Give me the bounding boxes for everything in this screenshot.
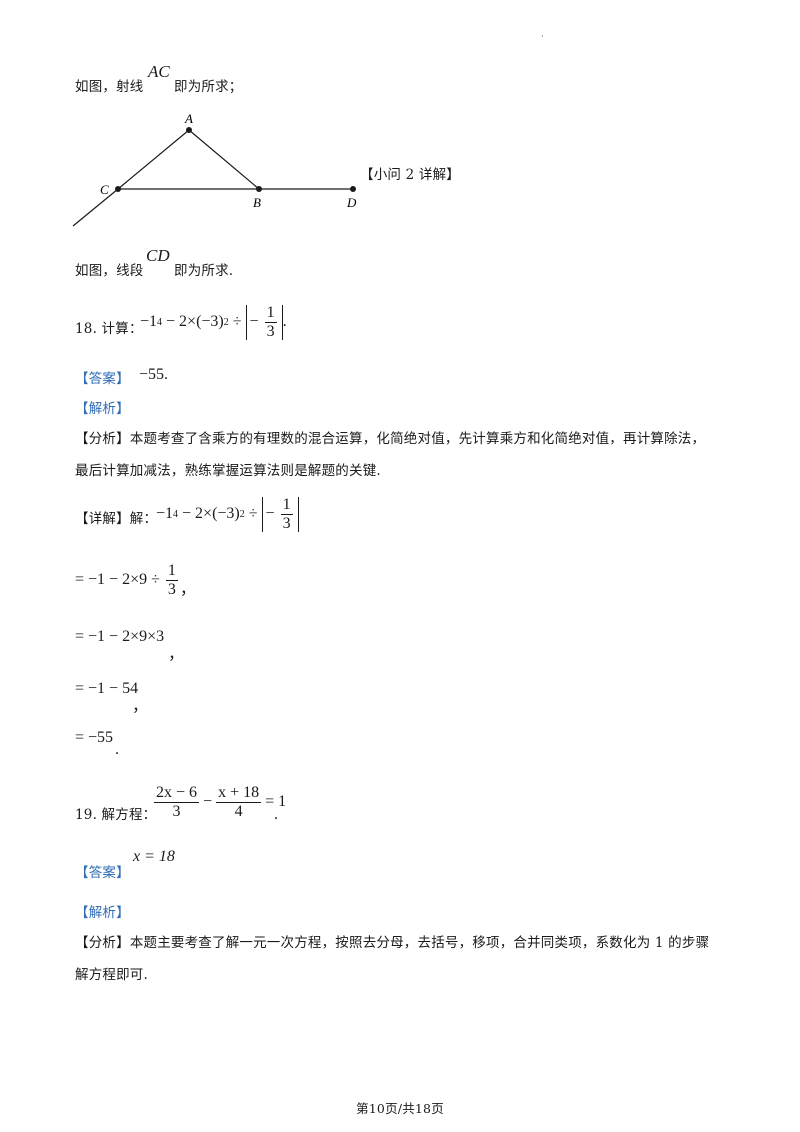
q18-absolute-value: − 1 3 bbox=[245, 303, 283, 340]
q17-line1-var: AC bbox=[148, 62, 170, 81]
q18-step2-punct: ， bbox=[168, 646, 185, 663]
q19-analysis-label: 【分析】 bbox=[75, 935, 130, 951]
q18-step1: = −1 − 2×9 ÷ 1 3 ， bbox=[75, 560, 196, 600]
q18-detail-term-c: (−3) bbox=[212, 505, 240, 522]
q18-answer-number: −55 bbox=[139, 366, 165, 383]
q19-fraction-2: x + 18 4 bbox=[216, 783, 262, 820]
point-d bbox=[350, 186, 356, 192]
q18-detail-label: 【详解】解： bbox=[75, 511, 158, 527]
q18-term-a-exp: 4 bbox=[157, 316, 163, 328]
q19-end-punct: . bbox=[274, 806, 278, 823]
q18-fraction: 1 3 bbox=[264, 303, 277, 340]
q18-detail-term-b: − 2× bbox=[178, 505, 213, 522]
q17-line1-prefix: 如图，射线 bbox=[75, 79, 144, 95]
q18-detail-abs-sign: − bbox=[265, 504, 275, 522]
q18-term-b: − 2× bbox=[162, 313, 197, 330]
q18-step1-fraction: 1 3 bbox=[165, 561, 178, 598]
q18-answer-punct: . bbox=[164, 366, 169, 383]
q19-frac2-den: 4 bbox=[234, 802, 243, 820]
q18-step1-text: = −1 − 2×9 ÷ bbox=[75, 571, 164, 588]
q19-frac1-num-text: 2x − 6 bbox=[156, 783, 198, 801]
q18-detail-frac-num: 1 bbox=[280, 495, 293, 515]
q17-line1: 如图，射线 bbox=[75, 78, 144, 96]
q18-end-punct: . bbox=[282, 313, 287, 330]
q19-analysis-text1: 本题主要考查了解一元一次方程，按照去分母，去括号，移项，合并同类项，系数化为 1… bbox=[129, 935, 710, 951]
q19-analysis-tag: 【解析】 bbox=[75, 905, 130, 921]
label-d: D bbox=[346, 195, 357, 210]
page-footer: 第10页/共18页 bbox=[356, 1101, 444, 1116]
q19-answer-tag: 【答案】 bbox=[75, 865, 130, 881]
q19-equation: 2x − 6 3 − x + 18 4 = 1 bbox=[152, 780, 286, 824]
point-c bbox=[115, 186, 121, 192]
header-dot: · bbox=[541, 32, 545, 42]
q18-step3-punct: ， bbox=[132, 698, 149, 715]
q19-fraction-1: 2x − 6 3 bbox=[154, 783, 200, 820]
q18-analysis-tag: 【解析】 bbox=[75, 401, 130, 417]
q18-step4-punct: . bbox=[115, 741, 119, 758]
point-b bbox=[256, 186, 262, 192]
q18-step2: = −1 − 2×9×3 bbox=[75, 628, 164, 646]
q18-answer-value: −55. bbox=[139, 366, 168, 384]
q18-term-d: ÷ bbox=[228, 313, 246, 330]
segment-ab bbox=[188, 129, 260, 190]
q18-analysis-text1: 本题考查了含乘方的有理数的混合运算，化简绝对值，先计算乘方和化简绝对值，再计算除… bbox=[129, 431, 706, 447]
q19-analysis-line2: 解方程即可. bbox=[75, 967, 148, 983]
q18-frac-num: 1 bbox=[264, 303, 277, 323]
q18-detail-term-a: −1 bbox=[156, 505, 174, 522]
q18-analysis-line2: 最后计算加减法，熟练掌握运算法则是解题的关键. bbox=[75, 463, 381, 479]
q19-number: 19. 解方程： bbox=[75, 807, 157, 823]
label-a: A bbox=[184, 111, 193, 126]
q18-detail-term-a-exp: 4 bbox=[173, 508, 179, 520]
q18-step3: = −1 − 54 bbox=[75, 680, 139, 697]
q17-line2-suffix: 即为所求. bbox=[174, 263, 234, 279]
q18-step4: = −55 bbox=[75, 729, 114, 746]
q19-answer-value: x = 18 bbox=[133, 848, 175, 865]
q19-frac1-num: 2x − 6 bbox=[154, 783, 200, 803]
q18-step1-den: 3 bbox=[167, 580, 176, 598]
label-b: B bbox=[253, 195, 261, 210]
q17-line1-suffix: 即为所求； bbox=[174, 79, 243, 95]
q18-detail-term-d: ÷ bbox=[244, 505, 262, 522]
q17-part2-heading: 【小问 2 详解】 bbox=[360, 167, 460, 183]
q18-analysis-label: 【分析】 bbox=[75, 431, 130, 447]
q18-step1-punct: ， bbox=[179, 581, 196, 598]
ray-extension-line bbox=[72, 188, 119, 227]
q18-step1-num: 1 bbox=[165, 561, 178, 581]
q18-term-c: (−3) bbox=[196, 313, 224, 330]
q18-detail-fraction: 1 3 bbox=[280, 495, 293, 532]
segment-ca bbox=[117, 129, 190, 190]
q18-step2-text: = −1 − 2×9×3 bbox=[75, 628, 165, 645]
q19-minus: − bbox=[203, 793, 213, 810]
q18-detail-frac-den: 3 bbox=[282, 514, 291, 532]
q19-frac1-den: 3 bbox=[172, 802, 181, 820]
q18-answer-tag: 【答案】 bbox=[75, 371, 130, 387]
q19-frac2-num: x + 18 bbox=[216, 783, 262, 803]
q19-equals: = 1 bbox=[265, 793, 287, 810]
q18-analysis-line1: 【分析】本题考查了含乘方的有理数的混合运算，化简绝对值，先计算乘方和化简绝对值，… bbox=[75, 430, 705, 448]
q18-abs-sign: − bbox=[249, 312, 259, 330]
point-a bbox=[186, 127, 192, 133]
q18-number: 18. 计算： bbox=[75, 321, 143, 337]
q18-detail-term-c-exp: 2 bbox=[239, 508, 245, 520]
q18-frac-den: 3 bbox=[266, 322, 275, 340]
label-c: C bbox=[100, 182, 109, 197]
q18-term-a: −1 bbox=[140, 313, 158, 330]
q17-line2-prefix: 如图，线段 bbox=[75, 263, 144, 279]
q17-line2-var: CD bbox=[146, 246, 170, 265]
q18-detail-absolute-value: − 1 3 bbox=[261, 495, 299, 532]
geometry-figure: A C B D bbox=[72, 111, 357, 227]
q19-analysis-line1: 【分析】本题主要考查了解一元一次方程，按照去分母，去括号，移项，合并同类项，系数… bbox=[75, 934, 709, 952]
q18-term-c-exp: 2 bbox=[223, 316, 229, 328]
